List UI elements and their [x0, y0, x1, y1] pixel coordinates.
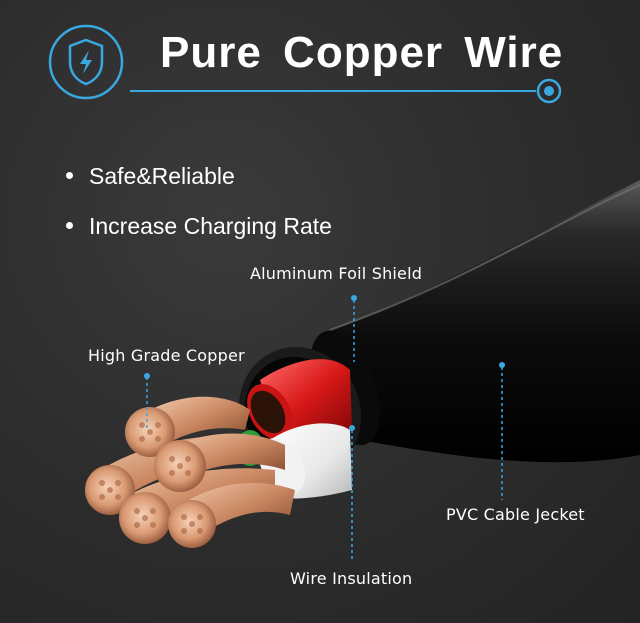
feature-bullet: Safe&Reliable	[66, 163, 235, 190]
feature-text: Increase Charging Rate	[89, 213, 332, 239]
feature-text: Safe&Reliable	[89, 163, 235, 189]
callout-dots	[144, 295, 505, 431]
label-insulation: Wire Insulation	[290, 569, 413, 588]
label-copper: High Grade Copper	[88, 346, 245, 365]
label-foil-shield: Aluminum Foil Shield	[250, 264, 423, 283]
copper-strands	[85, 396, 295, 548]
shield-lightning-icon	[48, 24, 124, 100]
red-insulated-wire	[247, 359, 352, 440]
feature-bullet: Increase Charging Rate	[66, 213, 332, 240]
page-title: Pure Copper Wire	[160, 28, 564, 77]
bullet-dot	[66, 222, 73, 230]
label-jacket: PVC Cable Jecket	[446, 505, 585, 524]
callout-lines	[146, 300, 503, 562]
bullet-dot	[66, 172, 73, 180]
